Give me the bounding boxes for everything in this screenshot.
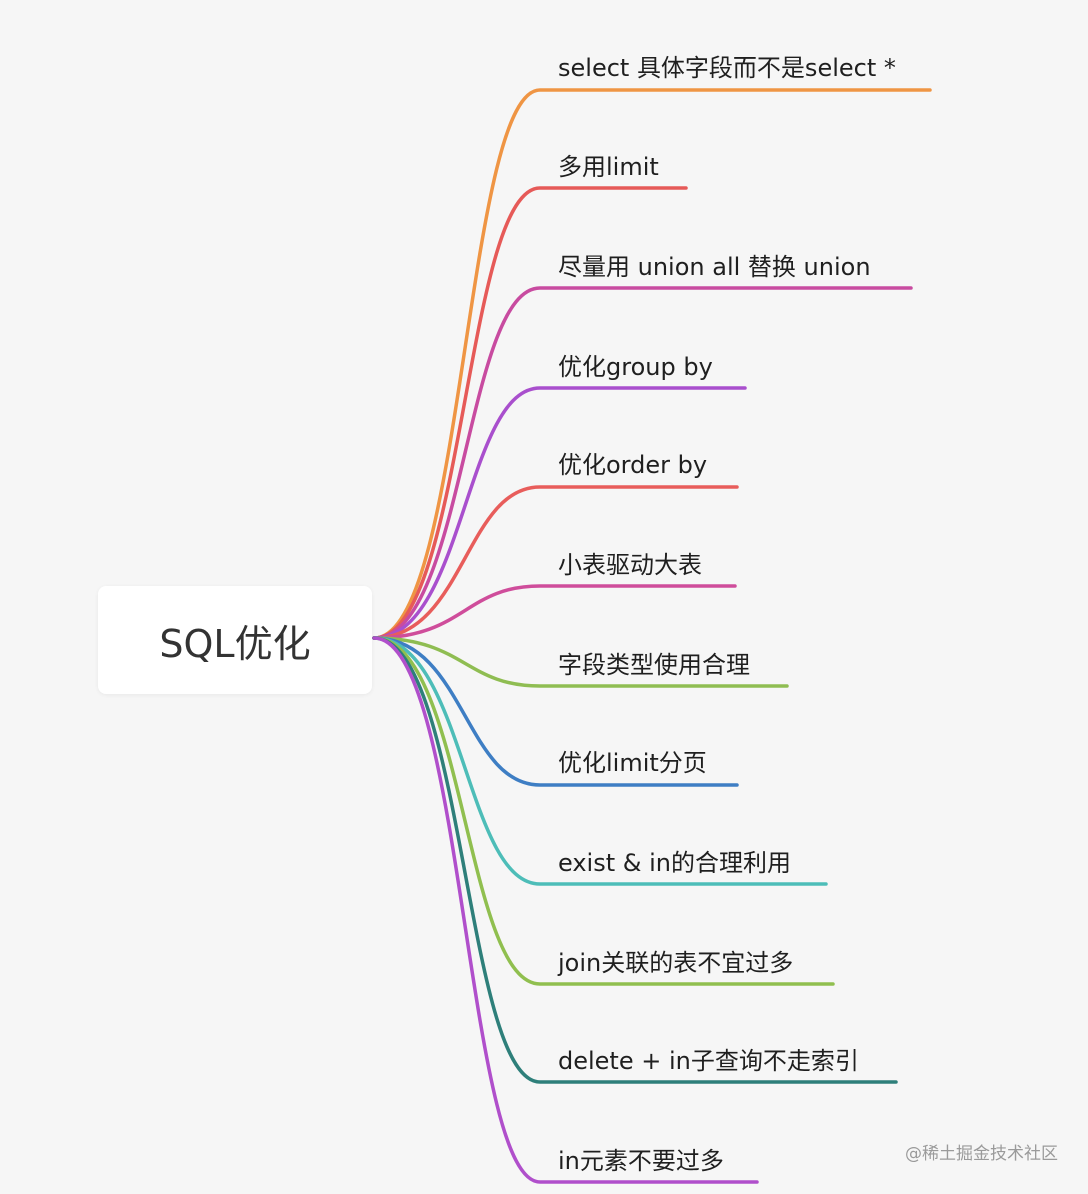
watermark: @稀土掘金技术社区 bbox=[905, 1144, 1058, 1164]
branch-label-exist-in[interactable]: exist & in的合理利用 bbox=[558, 849, 791, 877]
branch-label-field-types[interactable]: 字段类型使用合理 bbox=[558, 651, 750, 679]
branch-label-union-all[interactable]: 尽量用 union all 替换 union bbox=[558, 253, 871, 281]
branch-label-join-tables[interactable]: join关联的表不宜过多 bbox=[558, 949, 794, 977]
branch-connector-7 bbox=[372, 636, 789, 688]
branch-connector-1 bbox=[372, 88, 932, 640]
branch-label-use-limit[interactable]: 多用limit bbox=[558, 153, 659, 181]
branch-label-limit-paging[interactable]: 优化limit分页 bbox=[558, 749, 707, 777]
branch-label-order-by[interactable]: 优化order by bbox=[558, 451, 708, 479]
branch-connector-12 bbox=[372, 636, 759, 1184]
branch-connector-9 bbox=[372, 636, 828, 886]
branch-connector-8 bbox=[372, 636, 739, 787]
branch-connector-10 bbox=[372, 636, 835, 986]
branch-connector-2 bbox=[372, 186, 688, 640]
root-node[interactable]: SQL优化 bbox=[98, 586, 372, 694]
branch-connector-3 bbox=[372, 286, 913, 640]
branch-connector-11 bbox=[372, 636, 898, 1084]
branch-connector-6 bbox=[372, 584, 737, 640]
branch-label-small-table[interactable]: 小表驱动大表 bbox=[558, 551, 702, 579]
branch-label-in-elements[interactable]: in元素不要过多 bbox=[558, 1147, 724, 1175]
branch-connector-5 bbox=[372, 485, 739, 640]
branch-label-delete-in[interactable]: delete + in子查询不走索引 bbox=[558, 1047, 859, 1075]
branch-label-group-by[interactable]: 优化group by bbox=[558, 353, 713, 381]
branch-label-select-fields[interactable]: select 具体字段而不是select * bbox=[558, 54, 896, 82]
root-node-label: SQL优化 bbox=[159, 621, 311, 666]
branch-connector-4 bbox=[372, 386, 747, 640]
